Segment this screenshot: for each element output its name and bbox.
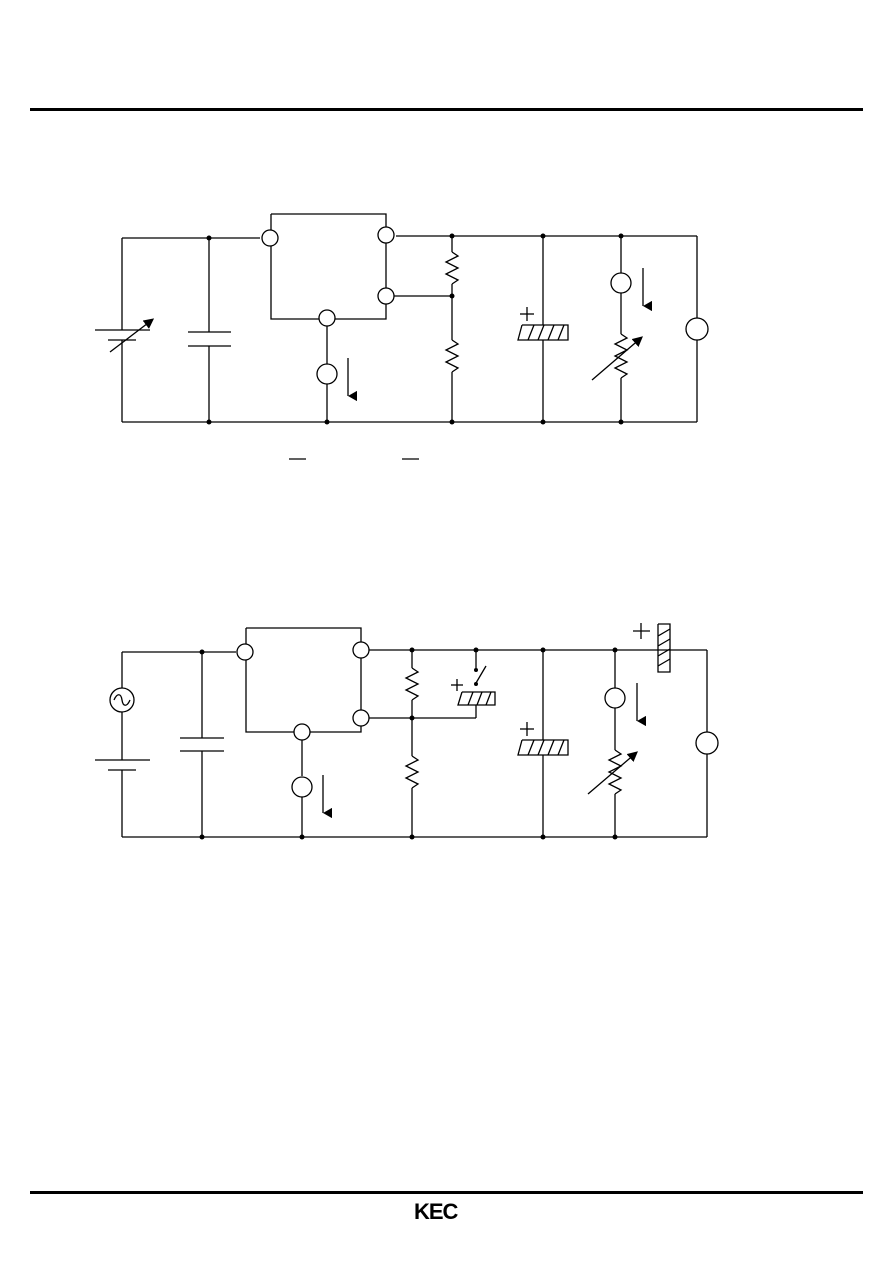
input-capacitor-2 (180, 652, 224, 837)
ac-ripple-source (109, 687, 135, 713)
ic2-ground-terminal (293, 723, 311, 741)
wire-loop (121, 235, 698, 423)
load-current-meter-2 (604, 650, 647, 750)
regulator-ic (270, 213, 387, 320)
test-circuit-diagram-2 (95, 623, 719, 840)
feedback-resistor-r2 (444, 296, 460, 422)
regulator-ic-2 (245, 627, 362, 733)
test-circuit-diagram-1 (95, 213, 709, 460)
logo-text: KEC (414, 1200, 459, 1222)
load-current-meter (610, 236, 653, 334)
ic2-input-terminal (236, 643, 254, 661)
output-capacitor-2 (517, 650, 569, 837)
feedback-resistor-r2-2 (404, 718, 420, 837)
bypass-capacitor (451, 679, 496, 718)
junction-dots-2 (199, 647, 618, 840)
dc-battery (95, 759, 150, 771)
ic-input-terminal (261, 229, 279, 247)
footer-rule (30, 1191, 863, 1194)
input-capacitor (188, 238, 231, 422)
output-voltmeter-2 (695, 731, 719, 755)
kec-logo: KEC (414, 1200, 460, 1222)
feedback-resistor-r1-2 (404, 650, 420, 718)
ic2-adjust-terminal (352, 709, 370, 727)
bypass-switch (474, 650, 487, 686)
ic-adjust-terminal (377, 287, 395, 305)
feedback-resistor-r1 (444, 236, 460, 296)
junction-dots (206, 233, 624, 425)
variable-load-resistor (591, 333, 643, 422)
wire-loop-2 (121, 649, 708, 838)
variable-load-resistor-2 (587, 749, 638, 837)
variable-dc-supply (95, 318, 155, 353)
output-capacitor-vertical (633, 623, 671, 673)
ic-output-terminal (377, 226, 395, 244)
output-voltmeter (685, 317, 709, 341)
header-rule (30, 108, 863, 111)
ground-current-meter-2 (291, 740, 333, 837)
ic-ground-terminal (318, 309, 336, 327)
output-capacitor (517, 236, 569, 422)
ground-current-meter (316, 326, 358, 422)
ic2-output-terminal (352, 641, 370, 659)
